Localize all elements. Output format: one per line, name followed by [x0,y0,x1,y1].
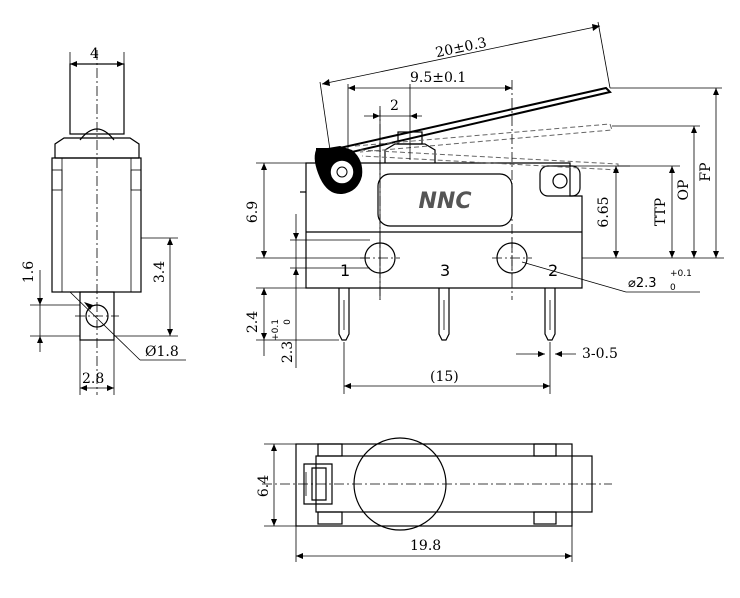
dim-offset-2: 2 [390,98,399,114]
dim-height-6-9: 6.9 [245,201,261,223]
dim-9-5: 9.5±0.1 [410,70,466,86]
dim-height-6-65: 6.65 [596,196,612,227]
dim-op: OP [676,180,692,201]
dim-length-19-8: 19.8 [410,538,441,554]
actuator-lever [314,86,612,195]
dim-width-6-4: 6.4 [256,475,272,497]
logo-box [377,173,513,227]
bottom-body [295,443,573,527]
terminal-pins [338,288,556,341]
brand-logo: NNC [419,189,472,214]
lever-tt-position [359,149,619,171]
dim-width-2-8: 2.8 [82,371,104,387]
dim-lever-20: 20±0.3 [434,35,488,61]
dim-fp: FP [698,162,714,181]
dim-ttp: TTP [653,198,669,226]
dim-pin-tol-zero: 0 [283,319,293,325]
dim-hole-tol-plus: +0.1 [670,269,692,279]
pin-label-3: 3 [440,261,450,280]
side-body [51,157,142,293]
front-view: NNC 1 3 2 [245,21,724,394]
dim-hole-tol-zero: 0 [670,283,676,293]
dim-height-1-6: 1.6 [21,261,37,283]
side-view: 4 3.4 1.6 [21,46,186,395]
dim-height-3-4: 3.4 [152,261,168,283]
dim-width-4: 4 [90,46,99,62]
lever-op-position [354,123,613,153]
dim-pin-tol-plus: +0.1 [271,319,281,341]
dim-pin-spacing: (15) [430,369,459,385]
dim-pin-2-4: 2.4 [245,311,261,333]
pin-label-1: 1 [340,261,350,280]
dim-pin-2-3: 2.3 [280,341,296,363]
bottom-view: 6.4 19.8 [256,437,612,562]
dim-hole-1-8: Ø1.8 [145,344,179,360]
dim-hole-2-3: ⌀2.3 [628,276,657,291]
dim-pin-width: 3-0.5 [582,346,618,362]
pin-label-2: 2 [548,261,558,280]
